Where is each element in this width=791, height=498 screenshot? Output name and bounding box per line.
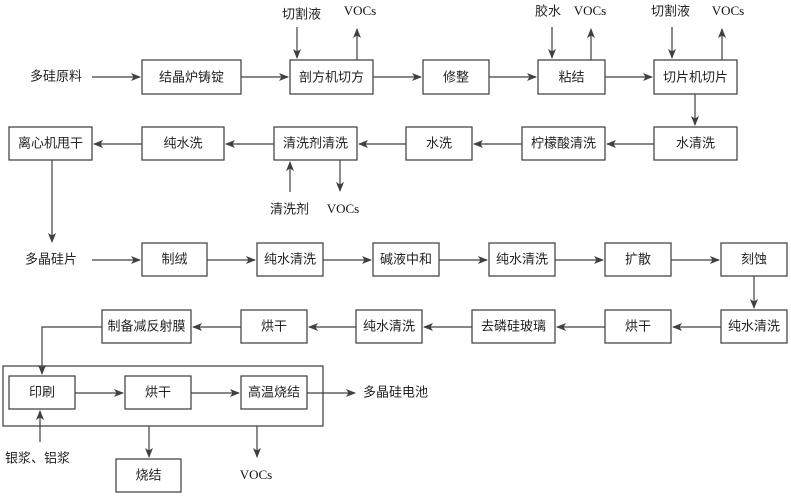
step-drying-2: 烘干 (240, 309, 308, 344)
step-pure-water-clean-2: 纯水清洗 (488, 242, 556, 277)
step-drying-3: 烘干 (124, 375, 192, 410)
step-label: 纯水清洗 (264, 253, 316, 268)
step-label: 纯水清洗 (363, 320, 415, 335)
step-centrifuge-dry: 离心机甩干 (8, 126, 93, 161)
step-label: 柠檬酸清洗 (531, 137, 596, 152)
step-pure-water-wash: 纯水洗 (141, 126, 225, 161)
label-cutting-fluid-2: 切割液 (651, 4, 690, 20)
label-paste: 银浆、铝浆 (5, 452, 70, 467)
step-trimming: 修整 (422, 59, 490, 95)
step-label: 烘干 (145, 386, 171, 401)
step-label: 高温烧结 (248, 385, 300, 401)
step-label: 纯水洗 (163, 137, 202, 152)
step-drying-1: 烘干 (604, 309, 672, 344)
step-label: 刻蚀 (741, 253, 767, 268)
step-pure-water-clean-1: 纯水清洗 (256, 242, 324, 277)
label-product: 多晶硅电池 (363, 385, 428, 401)
step-label: 切片机切片 (663, 71, 728, 86)
step-bonding: 粘结 (537, 59, 606, 95)
label-cleaning-agent: 清洗剂 (270, 203, 309, 218)
step-label: 碱液中和 (380, 253, 432, 268)
step-label: 印刷 (29, 386, 55, 401)
waste-sintering: 烧结 (115, 458, 182, 493)
label-vocs: VOCs (240, 467, 273, 482)
step-pure-water-clean-4: 纯水清洗 (355, 309, 423, 344)
step-label: 剖方机切方 (299, 70, 364, 86)
label-vocs: VOCs (574, 3, 607, 18)
step-printing: 印刷 (8, 375, 76, 410)
step-alkali-neutralize: 碱液中和 (372, 242, 440, 277)
step-squaring: 剖方机切方 (289, 59, 374, 95)
step-label: 纯水清洗 (728, 320, 780, 335)
step-label: 结晶炉铸锭 (159, 70, 224, 86)
step-label: 水洗 (426, 137, 452, 152)
step-label: 去磷硅玻璃 (481, 320, 546, 335)
label-glue: 胶水 (535, 4, 561, 20)
step-diffusion: 扩散 (604, 242, 672, 277)
metallization-group (2, 365, 324, 427)
step-high-temp-sintering: 高温烧结 (240, 375, 308, 410)
label-wafer: 多晶硅片 (25, 252, 77, 268)
step-label: 水清洗 (676, 137, 715, 152)
label-vocs: VOCs (712, 3, 745, 18)
step-remove-psg: 去磷硅玻璃 (471, 309, 556, 344)
label-raw-material: 多硅原料 (30, 69, 82, 85)
label-cutting-fluid-1: 切割液 (282, 7, 321, 23)
waste-label: 烧结 (135, 469, 161, 484)
step-label: 烘干 (261, 320, 287, 335)
step-label: 纯水清洗 (496, 253, 548, 268)
step-ingot-casting: 结晶炉铸锭 (141, 59, 242, 95)
step-label: 制绒 (161, 253, 187, 268)
step-label: 粘结 (558, 71, 584, 86)
step-water-rinse: 水清洗 (653, 126, 738, 161)
arrow-to-printing (38, 326, 102, 375)
step-pure-water-clean-3: 纯水清洗 (720, 309, 788, 344)
step-detergent-clean: 清洗剂清洗 (273, 126, 358, 161)
step-slicing: 切片机切片 (653, 59, 738, 95)
label-vocs: VOCs (327, 201, 360, 216)
step-anti-reflection-coating: 制备减反射膜 (101, 309, 192, 344)
step-water-wash: 水洗 (405, 126, 473, 161)
step-label: 离心机甩干 (18, 136, 83, 152)
step-label: 制备减反射膜 (107, 319, 185, 335)
step-label: 扩散 (625, 253, 651, 268)
step-citric-acid-clean: 柠檬酸清洗 (521, 126, 606, 161)
step-label: 烘干 (625, 320, 651, 335)
label-vocs: VOCs (344, 3, 377, 18)
step-label: 清洗剂清洗 (283, 137, 348, 152)
step-texturing: 制绒 (141, 242, 208, 277)
step-label: 修整 (443, 71, 469, 86)
step-etching: 刻蚀 (720, 242, 788, 277)
